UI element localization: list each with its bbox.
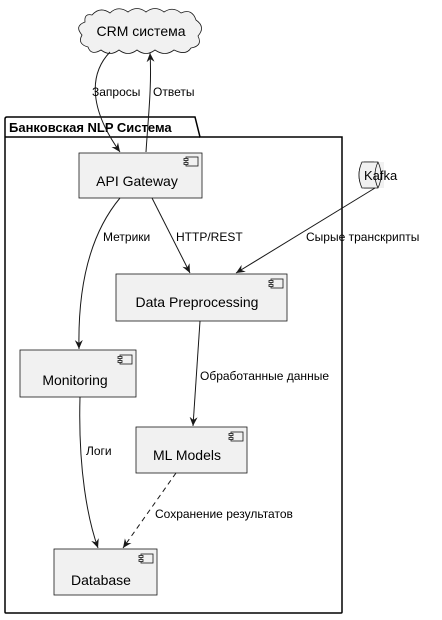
monitoring-label: Monitoring (42, 372, 107, 388)
edge-label-responses: Ответы (153, 85, 194, 99)
database-label: Database (71, 572, 131, 588)
edge-label-metrics: Метрики (103, 230, 150, 244)
edge-label-http: HTTP/REST (176, 230, 243, 244)
edge-api-to-monitoring: Метрики (74, 197, 150, 350)
database-component: Database (53, 548, 158, 596)
edge-monitoring-to-db: Логи (79, 396, 112, 549)
crm-cloud: CRM система (78, 8, 202, 54)
package-title: Банковская NLP Система (9, 120, 172, 135)
api-gateway-label: API Gateway (96, 173, 178, 189)
package-frame: Банковская NLP Система (4, 116, 343, 614)
edge-label-processed: Обработанные данные (200, 369, 329, 383)
edge-crm-to-api: Запросы (92, 51, 140, 153)
ml-models-component: ML Models (135, 426, 248, 474)
kafka-label: Kafka (364, 168, 398, 183)
kafka-queue: Kafka (358, 161, 398, 189)
preprocessing-label: Data Preprocessing (136, 294, 259, 310)
api-gateway-component: API Gateway (78, 152, 203, 199)
edge-preprocessing-to-ml: Обработанные данные (189, 320, 329, 427)
monitoring-component: Monitoring (19, 349, 137, 398)
edge-api-to-crm: Ответы (145, 52, 194, 153)
edge-label-logs: Логи (86, 444, 112, 458)
edge-ml-to-db: Сохранение результатов (122, 472, 293, 549)
edge-api-to-preprocessing: HTTP/REST (151, 197, 243, 274)
edge-label-save-results: Сохранение результатов (155, 507, 293, 521)
edge-label-requests: Запросы (92, 85, 140, 99)
edge-kafka-to-preprocessing: Сырые транскрипты (235, 187, 419, 274)
ml-models-label: ML Models (153, 447, 221, 463)
preprocessing-component: Data Preprocessing (115, 273, 288, 322)
crm-label: CRM система (96, 23, 185, 39)
edge-label-raw-transcripts: Сырые транскрипты (306, 230, 419, 244)
